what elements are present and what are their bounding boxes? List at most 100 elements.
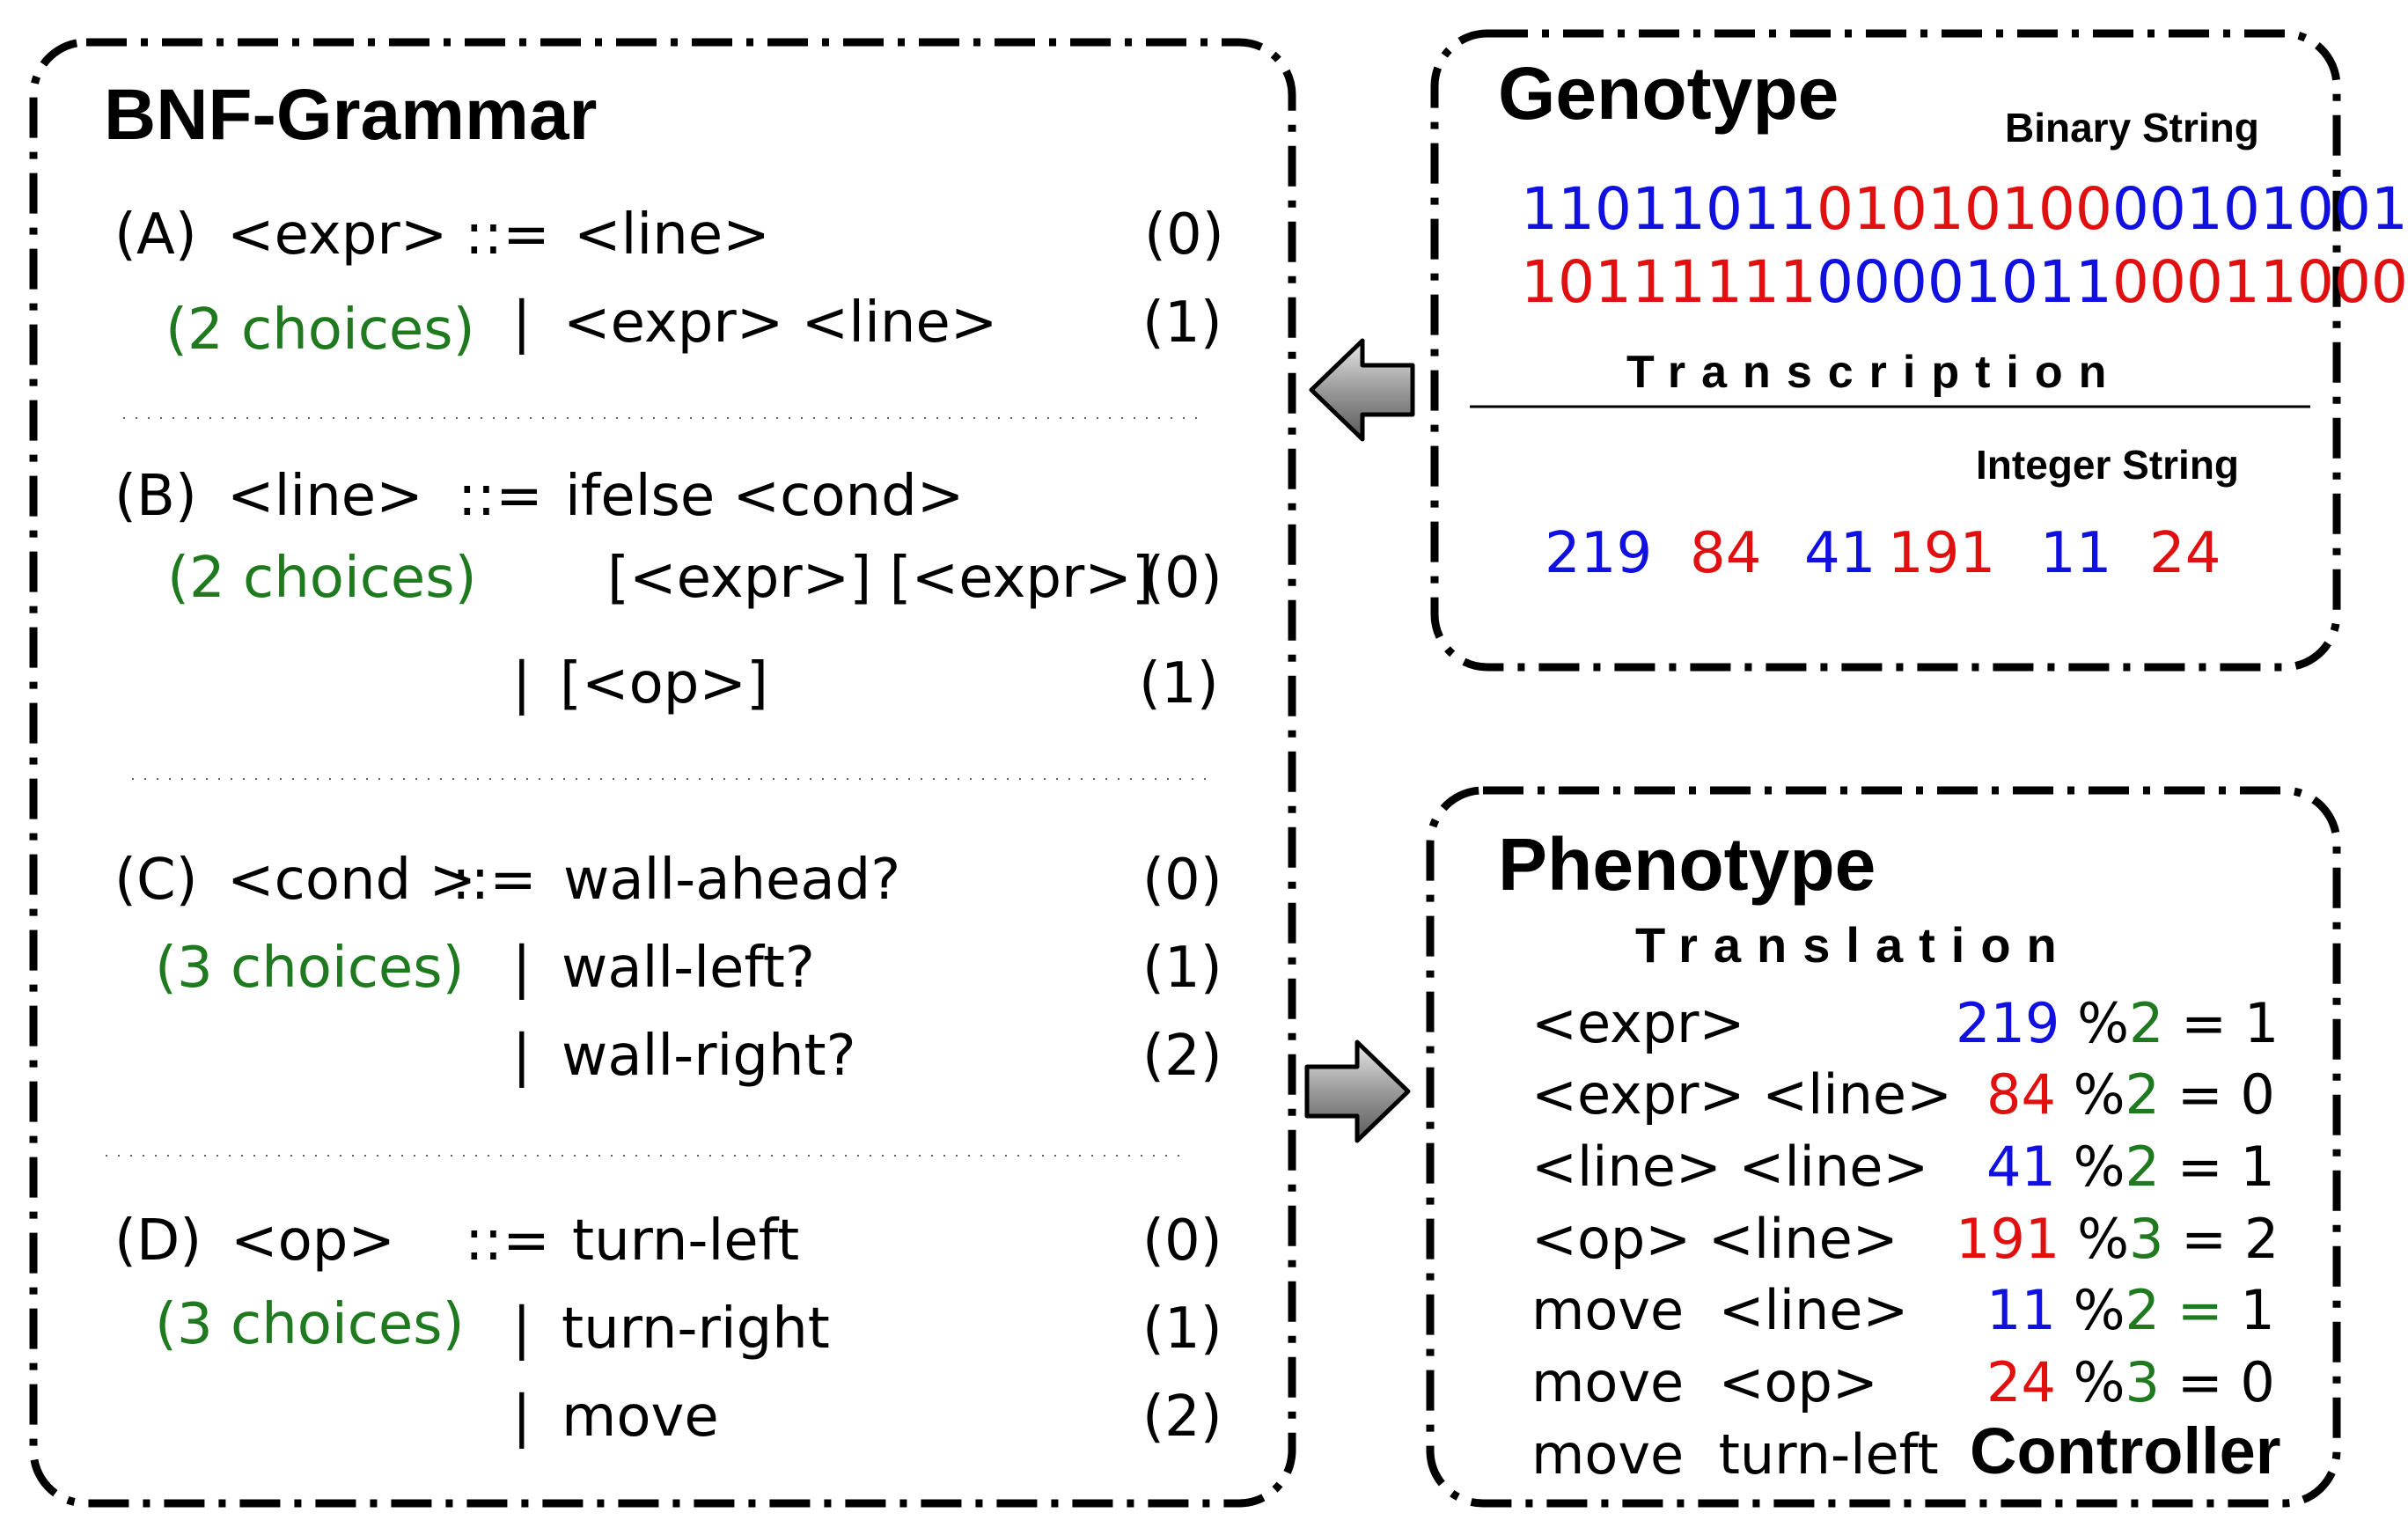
controller-label: Controller (1970, 1414, 2281, 1487)
section-b-choices: (2 choices) (167, 546, 477, 611)
calc-value: 11 (1986, 1278, 2056, 1342)
translation-expr: move <op> (1531, 1350, 1878, 1414)
calc-value: 84 (1986, 1062, 2056, 1127)
section-a-prod-1: <expr> <line> (563, 290, 998, 356)
section-a-symbol: <expr> (227, 202, 448, 268)
section-d-bar-2: | (512, 1384, 532, 1450)
section-d-choices: (3 choices) (155, 1292, 465, 1357)
section-d-index-2: (2) (1142, 1384, 1222, 1450)
translation-expr: <expr> (1531, 991, 1745, 1055)
section-c-bar-1: | (512, 936, 532, 1001)
calc-divisor: 2 (2125, 1135, 2160, 1199)
final-expression: move turn-left (1531, 1422, 1939, 1487)
phenotype-title: Phenotype (1498, 823, 1876, 906)
section-a-label: (A) (114, 202, 197, 268)
calc-mod: % (2077, 1207, 2129, 1271)
translation-calc: 191 %3 = 2 (1956, 1212, 2279, 1267)
calc-eq: = (2177, 1278, 2223, 1342)
section-d-bar-1: | (512, 1296, 532, 1362)
calc-result: 1 (2240, 1278, 2275, 1342)
translation-calc: 41 %2 = 1 (1986, 1140, 2275, 1194)
section-a-bar: | (512, 290, 532, 356)
translation-expr: move <line> (1531, 1278, 1909, 1342)
calc-eq: = (2181, 1207, 2228, 1271)
translation-expr: <op> <line> (1531, 1207, 1898, 1271)
section-d-symbol: <op> (231, 1208, 396, 1274)
calc-divisor: 3 (2128, 1207, 2164, 1271)
calc-result: 0 (2240, 1062, 2275, 1127)
translation-expr: <expr> <line> (1531, 1062, 1952, 1127)
section-b-index-0: (0) (1142, 546, 1222, 611)
binary-line-1: 110110110101010000101001 (1521, 180, 2408, 239)
integer-value: 191 (1888, 521, 1996, 586)
calc-result: 1 (2243, 991, 2280, 1055)
calc-eq: = (2177, 1062, 2223, 1127)
translation-calc: 11 %2 = 1 (1986, 1283, 2275, 1338)
section-d-prod-2: move (562, 1384, 719, 1450)
transcription-label: Transcription (1626, 347, 2123, 398)
binary-chunk: 01010100 (1816, 175, 2112, 243)
calc-value: 41 (1986, 1135, 2056, 1199)
section-b-define: ::= (458, 464, 543, 529)
integer-string-label: Integer String (1976, 442, 2240, 488)
section-d-prod-1: turn-right (562, 1296, 830, 1362)
section-c-label: (C) (114, 848, 198, 913)
section-c-prod-1: wall-left? (562, 936, 815, 1001)
section-b-prod-1: [<op>] (560, 651, 768, 716)
section-a-choices: (2 choices) (165, 297, 475, 363)
section-a-index-0: (0) (1144, 202, 1224, 268)
binary-chunk: 10111111 (1521, 248, 1817, 316)
section-c-define: ::= (452, 848, 537, 913)
genotype-box (1430, 29, 2341, 672)
calc-result: 0 (2240, 1350, 2275, 1414)
calc-value: 191 (1956, 1207, 2060, 1271)
translation-label: Translation (1635, 917, 2073, 973)
calc-divisor: 2 (2125, 1278, 2160, 1342)
section-d-define: ::= (465, 1208, 550, 1274)
calc-mod: % (2073, 1135, 2125, 1199)
calc-value: 24 (1986, 1350, 2056, 1414)
calc-eq: = (2177, 1350, 2223, 1414)
section-b-label: (B) (114, 464, 197, 529)
section-a-index-1: (1) (1142, 290, 1222, 356)
calc-divisor: 2 (2128, 991, 2164, 1055)
section-c-bar-2: | (512, 1024, 532, 1089)
section-b-index-1: (1) (1139, 651, 1219, 716)
translation-calc: 84 %2 = 0 (1986, 1068, 2275, 1122)
binary-line-2: 101111110000101100011000 (1521, 253, 2408, 312)
calc-mod: % (2073, 1278, 2125, 1342)
calc-result: 1 (2240, 1135, 2275, 1199)
section-c-index-1: (1) (1142, 936, 1222, 1001)
section-b-symbol: <line> (227, 464, 423, 529)
translation-calc: 24 %3 = 0 (1986, 1355, 2275, 1410)
section-d-index-1: (1) (1142, 1296, 1222, 1362)
binary-string-label: Binary String (2005, 105, 2259, 151)
translation-calc: 219 %2 = 1 (1956, 996, 2279, 1051)
integer-value: 41 (1804, 521, 1876, 586)
calc-eq: = (2181, 991, 2228, 1055)
integer-value: 11 (2040, 521, 2112, 586)
section-c-symbol: <cond > (227, 848, 477, 913)
section-d-index-0: (0) (1142, 1208, 1222, 1274)
calc-divisor: 3 (2125, 1350, 2160, 1414)
calc-mod: % (2077, 991, 2129, 1055)
translation-expr: <line> <line> (1531, 1135, 1929, 1199)
section-c-choices: (3 choices) (155, 936, 465, 1001)
integer-value: 219 (1545, 521, 1653, 586)
section-d-label: (D) (114, 1208, 202, 1274)
section-c-prod-0: wall-ahead? (563, 848, 901, 913)
section-b-bar: | (512, 651, 532, 716)
calc-mod: % (2073, 1062, 2125, 1127)
genotype-title: Genotype (1498, 52, 1839, 135)
integer-value: 84 (1690, 521, 1762, 586)
section-b-prod-0-cont: [<expr>] [<expr>] (607, 546, 1154, 611)
calc-value: 219 (1956, 991, 2060, 1055)
grammar-box (29, 38, 1296, 1508)
section-c-index-0: (0) (1142, 848, 1222, 913)
phenotype-box (1426, 786, 2341, 1508)
calc-mod: % (2073, 1350, 2125, 1414)
integer-value: 24 (2149, 521, 2221, 586)
section-d-prod-0: turn-left (572, 1208, 800, 1274)
section-c-index-2: (2) (1142, 1024, 1222, 1089)
